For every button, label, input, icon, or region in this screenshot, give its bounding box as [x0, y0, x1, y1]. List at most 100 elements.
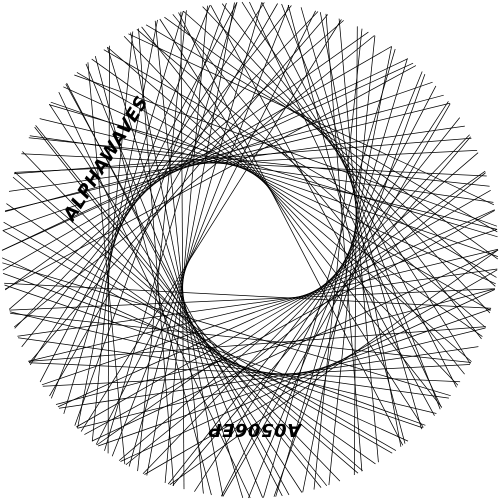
string-line	[164, 16, 499, 260]
string-line	[178, 12, 404, 446]
string-line	[141, 26, 443, 408]
string-line	[221, 3, 482, 340]
string-line	[2, 273, 426, 426]
string-line	[172, 136, 471, 486]
string-line	[1, 257, 409, 442]
string-line	[202, 6, 491, 314]
string-line	[273, 73, 426, 497]
string-line	[96, 170, 486, 446]
string-line	[118, 152, 479, 461]
string-line	[10, 313, 472, 363]
string-line	[77, 19, 158, 429]
string-line	[130, 32, 224, 497]
string-line	[28, 137, 490, 187]
string-line	[249, 1, 442, 408]
string-line	[57, 209, 495, 408]
string-line	[222, 103, 451, 497]
string-line	[136, 29, 486, 328]
string-line	[74, 2, 227, 426]
string-line	[281, 3, 441, 410]
string-line	[87, 62, 126, 465]
string-line	[48, 104, 498, 238]
string-line	[13, 137, 472, 175]
string-line	[97, 308, 492, 447]
string-line	[94, 56, 212, 496]
string-line	[80, 19, 342, 432]
string-line	[107, 46, 244, 499]
string-line	[220, 85, 437, 497]
string-line	[2, 262, 451, 397]
string-line	[313, 28, 363, 490]
string-line	[123, 36, 459, 386]
string-line	[65, 83, 290, 496]
string-line	[104, 2, 238, 451]
string-line	[28, 326, 486, 362]
string-line	[14, 171, 363, 472]
string-line	[325, 13, 363, 472]
string-line	[180, 11, 185, 490]
string-line	[13, 35, 375, 328]
string-line	[91, 58, 483, 337]
string-line	[12, 176, 359, 474]
string-line	[17, 337, 449, 399]
string-line	[275, 58, 408, 497]
string-line	[91, 249, 499, 442]
string-line	[137, 10, 187, 472]
string-line	[103, 49, 497, 278]
string-line	[9, 288, 496, 311]
string-line	[159, 18, 424, 428]
string-line	[2, 230, 393, 454]
string-line	[261, 2, 457, 388]
string-line	[302, 46, 392, 493]
string-line	[28, 248, 499, 362]
string-line	[107, 46, 472, 362]
string-line	[22, 151, 341, 482]
string-line	[91, 31, 134, 442]
string-line	[167, 117, 460, 485]
string-line	[287, 4, 406, 444]
string-line	[49, 3, 278, 397]
string-line	[17, 268, 498, 337]
string-line	[58, 91, 251, 499]
string-line	[328, 35, 376, 486]
string-line	[28, 14, 328, 364]
string-line	[142, 134, 470, 474]
string-line	[63, 10, 184, 414]
string-line	[2, 81, 433, 231]
string-line	[9, 311, 437, 414]
string-line	[172, 14, 465, 375]
string-line	[210, 4, 435, 416]
string-line	[74, 74, 498, 227]
catalog-number: A0506EP	[208, 419, 303, 440]
string-line	[77, 327, 486, 429]
string-line	[76, 72, 491, 311]
string-line	[111, 4, 290, 457]
string-line	[154, 20, 204, 494]
string-line	[29, 2, 265, 366]
string-line	[263, 48, 396, 498]
string-line	[76, 189, 491, 428]
string-line	[300, 7, 422, 430]
string-line	[4, 65, 417, 290]
string-line	[95, 10, 316, 445]
string-line	[21, 5, 292, 348]
string-line	[63, 86, 496, 285]
string-line	[35, 125, 328, 487]
string-line	[85, 63, 263, 498]
string-line	[84, 210, 495, 435]
string-line	[125, 172, 486, 465]
string-line	[50, 5, 211, 399]
string-line	[138, 28, 174, 486]
string-line	[3, 221, 397, 451]
string-line	[41, 229, 498, 386]
string-line	[338, 18, 379, 463]
string-line	[146, 2, 235, 476]
string-line	[55, 288, 495, 405]
string-line	[39, 118, 498, 230]
string-line	[50, 101, 499, 257]
string-line	[29, 135, 494, 203]
string-line	[4, 31, 369, 291]
string-line	[128, 33, 495, 206]
